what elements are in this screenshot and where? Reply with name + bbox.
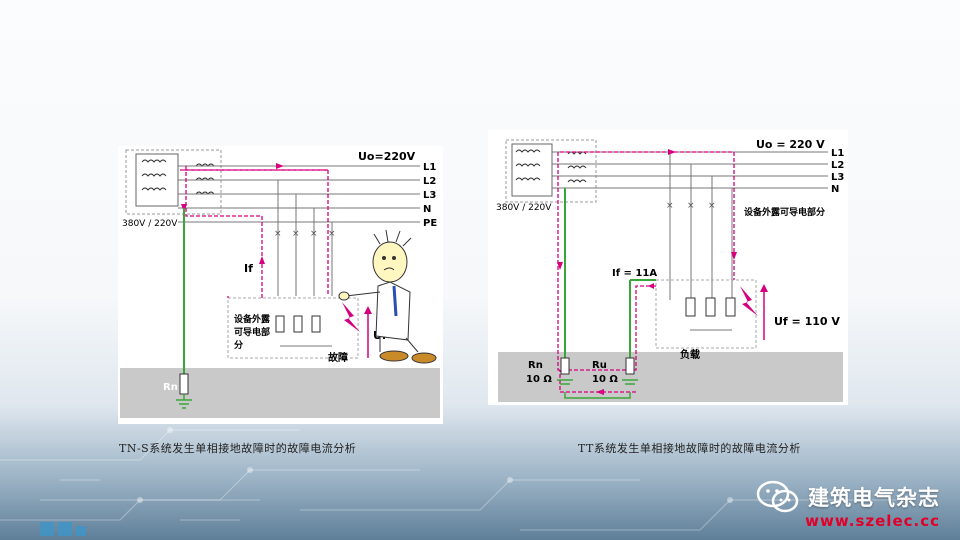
svg-text:×: × (328, 229, 336, 239)
tns-fault-label: 故障 (328, 351, 348, 364)
tns-transformer-label: 380V / 220V (122, 219, 178, 229)
svg-text:×: × (687, 201, 695, 211)
circuit-background (0, 427, 900, 536)
tt-diagram: L1 L2 L3 N Uo = 220 V 380V / 220V 设备外露可导… (488, 130, 848, 405)
tns-equipment-box (227, 297, 359, 359)
svg-text:×: × (274, 229, 282, 239)
svg-text:×: × (292, 229, 300, 239)
tt-line-l3: L3 (831, 172, 844, 183)
tns-line-l1: L1 (423, 162, 436, 173)
tt-rn-label: Rn (528, 360, 543, 371)
tt-equipment-label: 设备外露可导电部分 (744, 206, 825, 218)
tt-load-label: 负载 (680, 348, 700, 361)
tns-equipment-label-1: 设备外露 (234, 313, 271, 325)
tt-load-box (655, 279, 757, 349)
brand-name: 建筑电气杂志 (808, 486, 940, 510)
tt-fault-bolt (740, 286, 758, 316)
tt-ground (498, 352, 843, 402)
svg-text:×: × (708, 201, 716, 211)
tt-transformer (505, 139, 597, 203)
brand-url[interactable]: www.szelec.cc (805, 512, 940, 530)
tt-line-n: N (831, 184, 839, 195)
brand-block: 建筑电气杂志 www.szelec.cc (756, 480, 940, 530)
tns-line-n: N (423, 204, 431, 215)
tns-line-pe: PE (423, 218, 437, 229)
tns-ground (120, 368, 440, 418)
tns-voltage-label: Uo=220V (358, 150, 416, 163)
tt-transformer-label: 380V / 220V (496, 203, 552, 213)
tns-equipment-label-3: 分 (234, 339, 243, 351)
tt-line-l1: L1 (831, 148, 844, 159)
tns-equipment-label-2: 可导电部 (234, 326, 270, 338)
tt-ru-label: Ru (592, 360, 607, 371)
tt-current-label: If = 11A (612, 268, 657, 279)
tt-fault-path (557, 151, 735, 393)
tns-fault-bolt (342, 302, 360, 332)
svg-text:×: × (310, 229, 318, 239)
tns-line-l3: L3 (423, 190, 436, 201)
wechat-icon (756, 480, 799, 513)
svg-text:×: × (666, 201, 674, 211)
tns-caption: TN-S系统发生单相接地故障时的故障电流分析 (119, 442, 357, 455)
tns-transformer (125, 149, 222, 215)
tt-voltage-label: Uo = 220 V (756, 138, 825, 151)
tt-ru-value: 10 Ω (592, 374, 618, 385)
tt-uf-label: Uf = 110 V (774, 315, 840, 328)
tns-rn-label: Rn (163, 382, 178, 393)
tns-line-l2: L2 (423, 176, 436, 187)
tns-current-label: If (244, 262, 253, 275)
tt-caption: TT系统发生单相接地故障时的故障电流分析 (578, 442, 801, 455)
tt-line-l2: L2 (831, 160, 844, 171)
person-figure (338, 229, 437, 364)
tns-diagram: L1 L2 L3 N PE Uo=220V 380V / 220V × × × × 设… (118, 146, 443, 424)
tt-rn-value: 10 Ω (526, 374, 552, 385)
